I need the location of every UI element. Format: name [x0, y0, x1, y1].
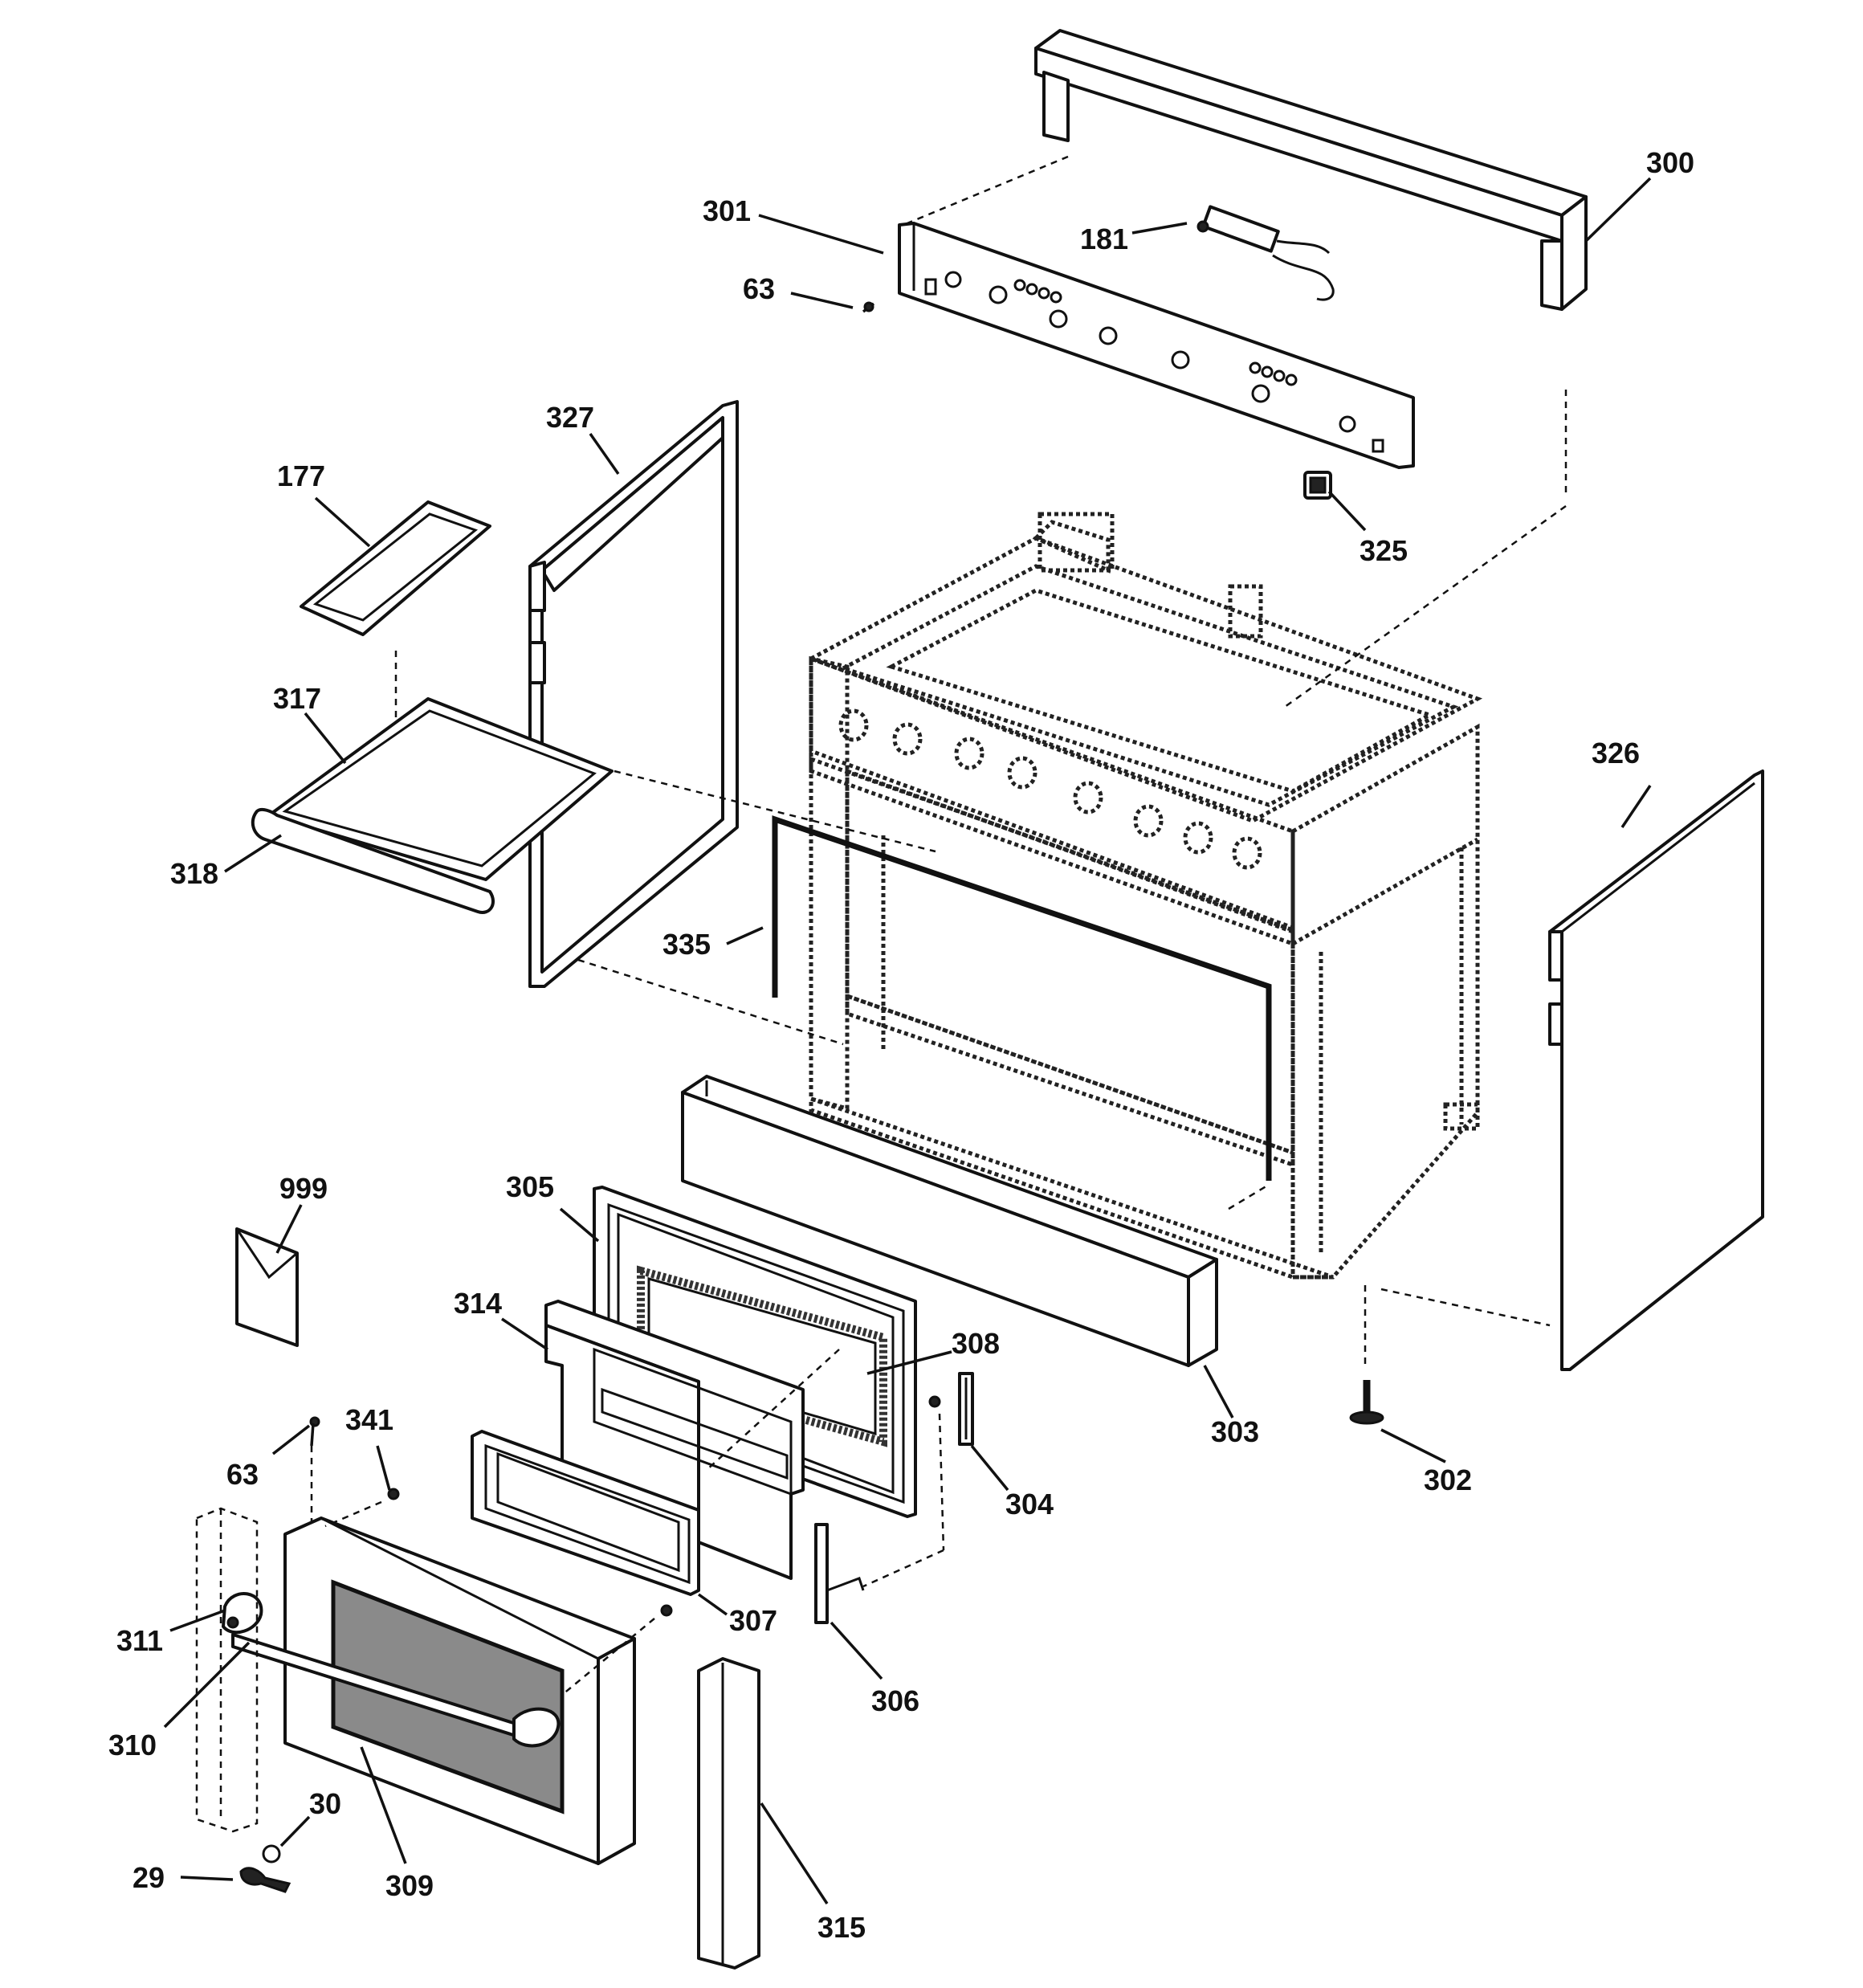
label-29: 29: [132, 1861, 165, 1894]
part-327-side-panel: [528, 400, 739, 988]
label-315: 315: [817, 1911, 866, 1944]
label-306: 306: [871, 1684, 919, 1717]
label-311: 311: [116, 1624, 163, 1657]
part-302-leveler: [1349, 1380, 1384, 1425]
part-999-manual: [235, 1227, 299, 1347]
label-327: 327: [546, 401, 594, 434]
label-305: 305: [506, 1170, 554, 1203]
label-325: 325: [1360, 534, 1408, 567]
leader-lines: [163, 177, 1652, 1904]
part-307-door-glass: [471, 1430, 700, 1596]
label-303: 303: [1211, 1415, 1259, 1448]
part-177-tray: [300, 500, 491, 636]
label-181: 181: [1080, 222, 1128, 255]
part-317-shelf: [267, 697, 614, 881]
label-341: 341: [345, 1403, 393, 1436]
part-63-screw: [862, 301, 875, 313]
label-307: 307: [729, 1604, 777, 1637]
part-301-control-panel: [898, 222, 1415, 469]
part-325-switch: [1303, 471, 1332, 500]
range-knob-holes: [838, 708, 1262, 870]
label-318: 318: [170, 857, 218, 890]
label-326: 326: [1592, 737, 1640, 769]
part-309-outer-door: [283, 1517, 636, 1865]
label-30: 30: [309, 1787, 341, 1820]
part-310-door-handle: [231, 1633, 561, 1748]
part-303-kick-panel: [681, 1075, 1218, 1367]
label-309: 309: [385, 1869, 434, 1902]
label-317: 317: [273, 682, 321, 715]
small-screws: [239, 1395, 941, 1893]
assembly-guide-lines: [310, 155, 1567, 1696]
part-326-side-panel: [1548, 769, 1764, 1371]
door-side-strip-ghost: [195, 1507, 259, 1833]
label-304: 304: [1005, 1488, 1054, 1521]
label-314: 314: [454, 1287, 502, 1320]
label-63: 63: [743, 272, 775, 305]
label-310: 310: [108, 1729, 157, 1761]
part-311-handle-mount: [222, 1592, 263, 1635]
part-304-hinge: [958, 1372, 974, 1446]
part-315-side-trim: [697, 1657, 760, 1970]
label-301: 301: [703, 194, 751, 227]
label-999: 999: [279, 1172, 328, 1205]
part-labels: 300 301 181 63 327 177 325 317 326 318 3…: [108, 146, 1694, 1944]
label-300: 300: [1646, 146, 1694, 179]
part-335-gasket: [772, 815, 1272, 1181]
label-177: 177: [277, 459, 325, 492]
label-302: 302: [1424, 1463, 1472, 1496]
part-300-top-trim: [1034, 29, 1588, 311]
range-body-ghost: [805, 512, 1483, 1280]
label-308: 308: [952, 1327, 1000, 1360]
label-63-door: 63: [226, 1458, 259, 1491]
part-181-switch-harness: [1196, 205, 1335, 301]
part-306-hinge-arm: [814, 1523, 865, 1624]
part-318-roller: [251, 807, 495, 914]
label-335: 335: [662, 928, 711, 961]
